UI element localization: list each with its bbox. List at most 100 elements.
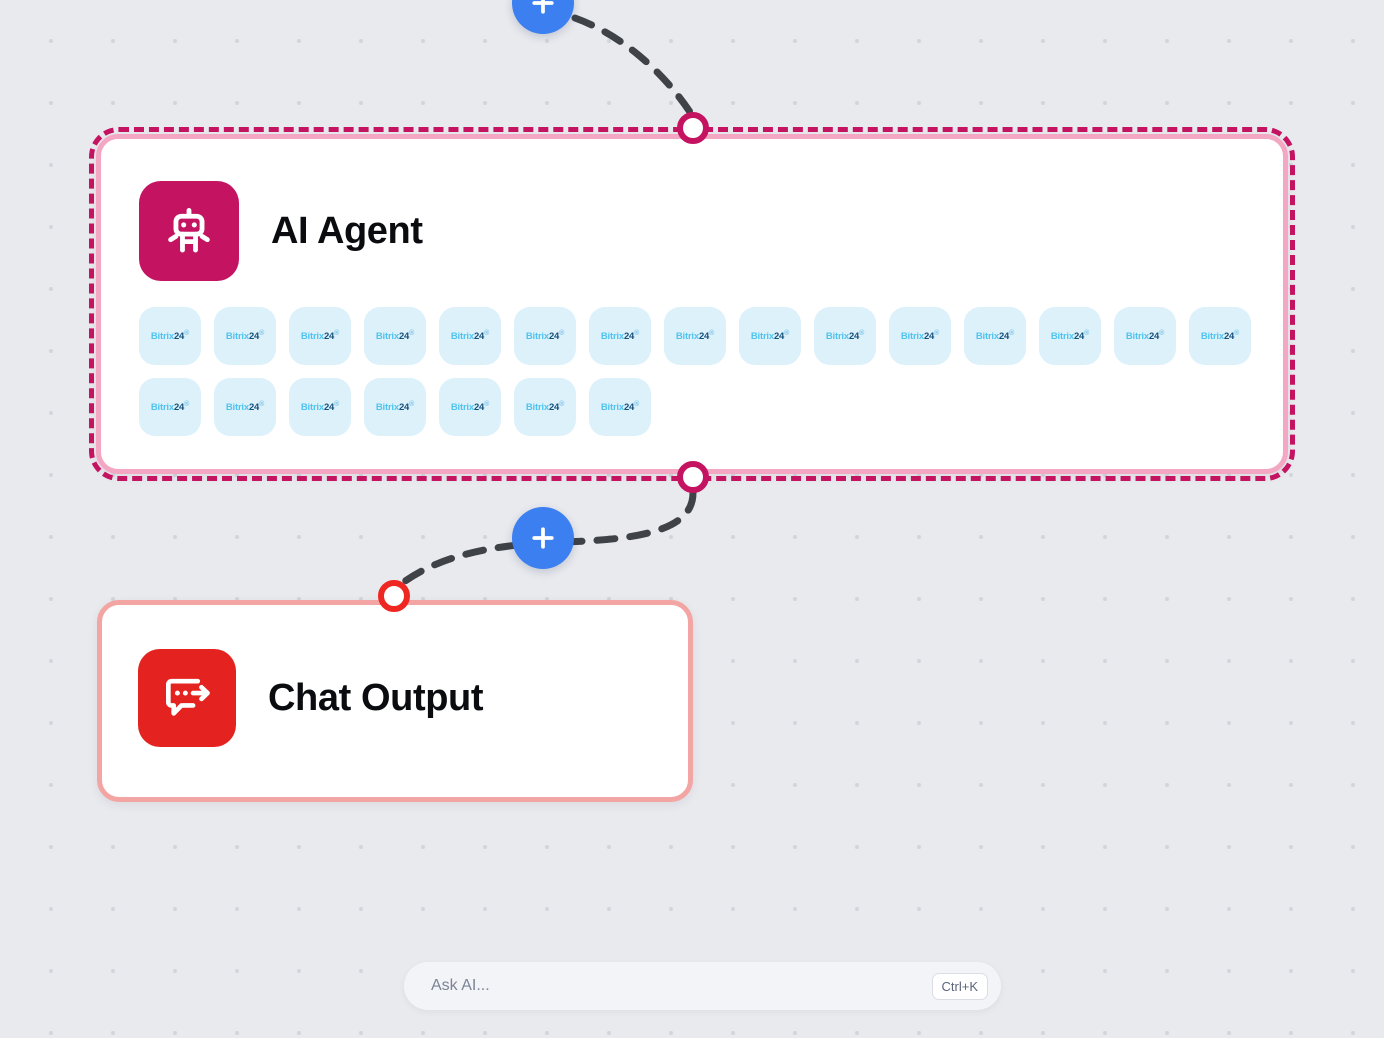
node-header: AI Agent (101, 139, 1283, 281)
bitrix24-logo-registered-mark: ® (1009, 330, 1015, 338)
tool-chip[interactable]: Bitrix24® (364, 307, 426, 365)
node-title: Chat Output (268, 676, 484, 719)
node-chat-output[interactable]: Chat Output (97, 600, 693, 802)
tool-chip[interactable]: Bitrix24® (364, 378, 426, 436)
tool-chip[interactable]: Bitrix24® (139, 307, 201, 365)
bitrix24-logo-registered-mark: ® (559, 401, 565, 409)
tool-chip[interactable]: Bitrix24® (1114, 307, 1176, 365)
add-node-button-bottom[interactable] (512, 507, 574, 569)
bitrix24-logo-number: 24 (473, 402, 485, 414)
bitrix24-logo-number: 24 (323, 402, 335, 414)
bitrix24-logo-brand: Bitrix (150, 331, 174, 343)
tool-chip[interactable]: Bitrix24® (514, 307, 576, 365)
bitrix24-logo-number: 24 (323, 331, 335, 343)
tool-chip[interactable]: Bitrix24® (739, 307, 801, 365)
bitrix24-logo-registered-mark: ® (484, 401, 490, 409)
bitrix24-logo-registered-mark: ® (1159, 330, 1165, 338)
bitrix24-logo: Bitrix24® (451, 330, 489, 342)
bitrix24-logo: Bitrix24® (451, 401, 489, 413)
tool-chip[interactable]: Bitrix24® (214, 378, 276, 436)
bitrix24-logo-number: 24 (173, 402, 185, 414)
bitrix24-logo-registered-mark: ® (484, 330, 490, 338)
bitrix24-logo-brand: Bitrix (150, 402, 174, 414)
tool-chip[interactable]: Bitrix24® (439, 378, 501, 436)
bitrix24-logo-registered-mark: ® (409, 330, 415, 338)
add-node-button-top[interactable] (512, 0, 574, 34)
bitrix24-logo-brand: Bitrix (825, 331, 849, 343)
handle-agent-input[interactable] (677, 112, 709, 144)
bitrix24-logo: Bitrix24® (601, 330, 639, 342)
bitrix24-logo-brand: Bitrix (1200, 331, 1224, 343)
bitrix24-logo-registered-mark: ® (184, 330, 190, 338)
tool-chip[interactable]: Bitrix24® (814, 307, 876, 365)
bitrix24-logo-number: 24 (398, 402, 410, 414)
bitrix24-logo-number: 24 (173, 331, 185, 343)
bitrix24-logo-brand: Bitrix (750, 331, 774, 343)
bitrix24-logo-number: 24 (248, 331, 260, 343)
bitrix24-logo-brand: Bitrix (675, 331, 699, 343)
bitrix24-logo-brand: Bitrix (300, 331, 324, 343)
tool-chip[interactable]: Bitrix24® (289, 307, 351, 365)
bitrix24-logo: Bitrix24® (751, 330, 789, 342)
tool-chip[interactable]: Bitrix24® (589, 378, 651, 436)
bitrix24-logo-brand: Bitrix (1125, 331, 1149, 343)
edge-top (539, 6, 694, 116)
bitrix24-logo-brand: Bitrix (375, 331, 399, 343)
bitrix24-logo-number: 24 (1148, 331, 1160, 343)
bitrix24-logo-number: 24 (473, 331, 485, 343)
tool-chip[interactable]: Bitrix24® (214, 307, 276, 365)
bitrix24-logo-registered-mark: ® (559, 330, 565, 338)
tool-chip[interactable]: Bitrix24® (139, 378, 201, 436)
tool-chip[interactable]: Bitrix24® (289, 378, 351, 436)
bitrix24-logo-brand: Bitrix (450, 402, 474, 414)
node-header: Chat Output (102, 605, 688, 747)
bitrix24-logo: Bitrix24® (526, 401, 564, 413)
tool-chip[interactable]: Bitrix24® (589, 307, 651, 365)
bitrix24-logo: Bitrix24® (301, 330, 339, 342)
bitrix24-logo: Bitrix24® (151, 330, 189, 342)
bitrix24-logo-number: 24 (248, 402, 260, 414)
bitrix24-logo-brand: Bitrix (300, 402, 324, 414)
bitrix24-logo-registered-mark: ® (409, 401, 415, 409)
bitrix24-logo-registered-mark: ® (859, 330, 865, 338)
chat-output-icon (138, 649, 236, 747)
tool-chip-grid: Bitrix24®Bitrix24®Bitrix24®Bitrix24®Bitr… (101, 281, 1251, 436)
bitrix24-logo-brand: Bitrix (900, 331, 924, 343)
bitrix24-logo-registered-mark: ® (634, 330, 640, 338)
bitrix24-logo-brand: Bitrix (450, 331, 474, 343)
bitrix24-logo: Bitrix24® (526, 330, 564, 342)
bitrix24-logo-brand: Bitrix (975, 331, 999, 343)
bitrix24-logo: Bitrix24® (376, 330, 414, 342)
bitrix24-logo: Bitrix24® (226, 330, 264, 342)
bitrix24-logo-number: 24 (773, 331, 785, 343)
bitrix24-logo-brand: Bitrix (600, 331, 624, 343)
bitrix24-logo: Bitrix24® (226, 401, 264, 413)
ask-ai-bar[interactable]: Ctrl+K (404, 962, 1001, 1010)
bitrix24-logo: Bitrix24® (901, 330, 939, 342)
tool-chip[interactable]: Bitrix24® (1039, 307, 1101, 365)
bitrix24-logo-registered-mark: ® (934, 330, 940, 338)
tool-chip[interactable]: Bitrix24® (964, 307, 1026, 365)
bitrix24-logo-brand: Bitrix (225, 331, 249, 343)
node-ai-agent[interactable]: AI Agent Bitrix24®Bitrix24®Bitrix24®Bitr… (89, 127, 1295, 481)
tool-chip[interactable]: Bitrix24® (664, 307, 726, 365)
tool-chip[interactable]: Bitrix24® (1189, 307, 1251, 365)
bitrix24-logo-number: 24 (848, 331, 860, 343)
bitrix24-logo-registered-mark: ® (709, 330, 715, 338)
ask-ai-shortcut-badge[interactable]: Ctrl+K (931, 972, 988, 1000)
node-title: AI Agent (271, 209, 423, 252)
bitrix24-logo: Bitrix24® (376, 401, 414, 413)
tool-chip[interactable]: Bitrix24® (514, 378, 576, 436)
tool-chip[interactable]: Bitrix24® (889, 307, 951, 365)
bitrix24-logo-brand: Bitrix (375, 402, 399, 414)
handle-chat-output-input[interactable] (378, 580, 410, 612)
bitrix24-logo: Bitrix24® (1126, 330, 1164, 342)
tool-chip[interactable]: Bitrix24® (439, 307, 501, 365)
handle-agent-output[interactable] (677, 461, 709, 493)
bitrix24-logo: Bitrix24® (826, 330, 864, 342)
bitrix24-logo-number: 24 (398, 331, 410, 343)
bitrix24-logo-registered-mark: ® (634, 401, 640, 409)
ask-ai-input[interactable] (431, 977, 932, 995)
bitrix24-logo-number: 24 (923, 331, 935, 343)
